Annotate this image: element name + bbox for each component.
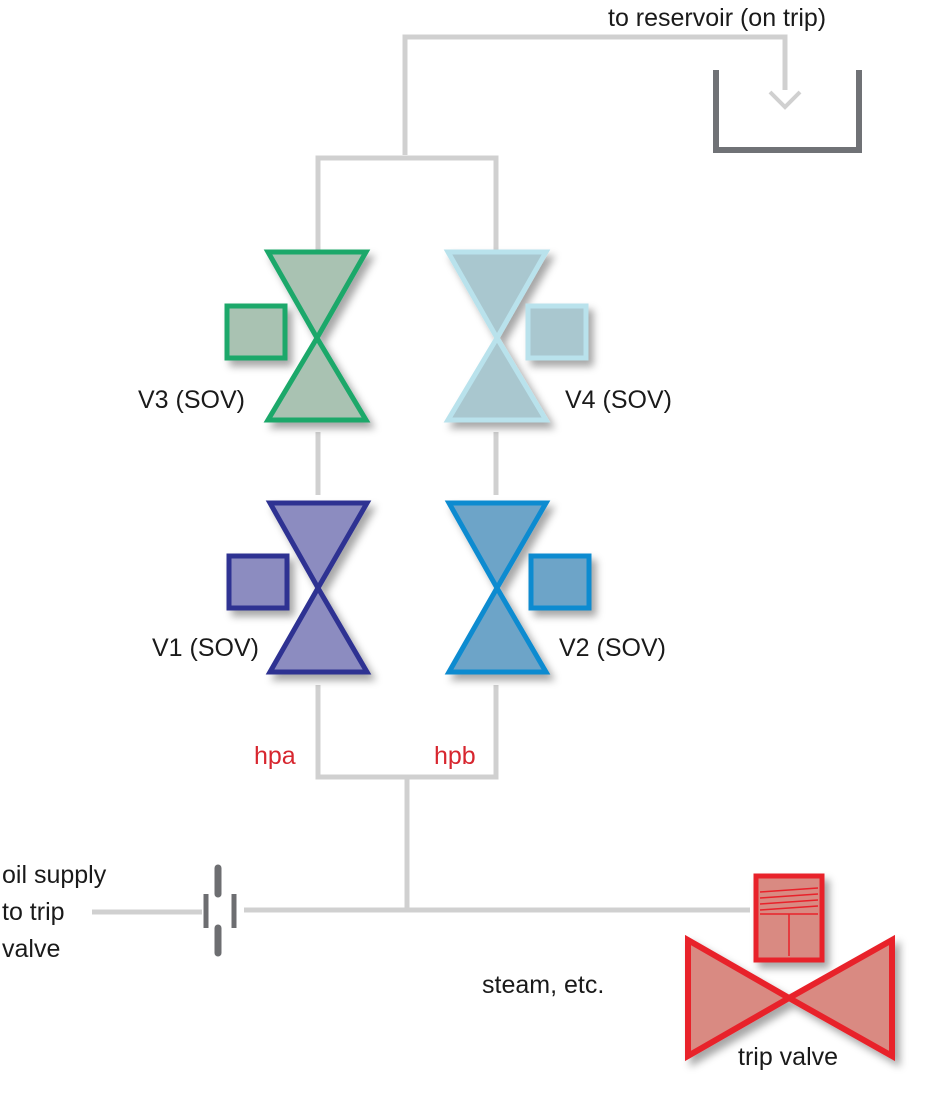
valve-v3[interactable] [224, 249, 371, 423]
v3-label: V3 (SOV) [138, 386, 245, 414]
v2-label: V2 (SOV) [559, 634, 666, 662]
trip-actuator-spring-icon [759, 887, 819, 956]
oil-supply-label-line3: valve [2, 935, 60, 963]
v1-label: V1 (SOV) [152, 634, 259, 662]
v1-body-icon [265, 500, 372, 675]
pipe-top-manifold [315, 155, 499, 250]
steam-label: steam, etc. [482, 971, 604, 999]
valve-v4[interactable] [443, 249, 589, 423]
valve-v2[interactable] [444, 500, 592, 675]
oil-supply-label-line2: to trip [2, 898, 65, 926]
trip-valve-label: trip valve [738, 1043, 838, 1071]
reservoir-tank [713, 70, 862, 153]
v2-solenoid-icon [528, 553, 592, 611]
hpa-label: hpa [254, 742, 296, 770]
v2-body-icon [444, 500, 551, 675]
orifice-fitting-icon [203, 864, 237, 957]
v4-body-icon [443, 249, 551, 423]
v4-label: V4 (SOV) [565, 386, 672, 414]
pipe-to-reservoir [402, 34, 788, 155]
reservoir-arrow-icon [768, 90, 802, 110]
v1-solenoid-icon [226, 553, 290, 611]
reservoir-label: to reservoir (on trip) [608, 4, 826, 32]
v4-solenoid-icon [525, 303, 589, 361]
trip-body-icon [685, 934, 895, 1062]
trip-valve[interactable] [685, 873, 895, 1062]
oil-supply-label-line1: oil supply [2, 861, 107, 889]
valve-v1[interactable] [226, 500, 372, 675]
v3-body-icon [263, 249, 371, 423]
hpb-label: hpb [434, 742, 476, 770]
v3-solenoid-icon [224, 303, 288, 361]
pipe-network [92, 34, 788, 915]
